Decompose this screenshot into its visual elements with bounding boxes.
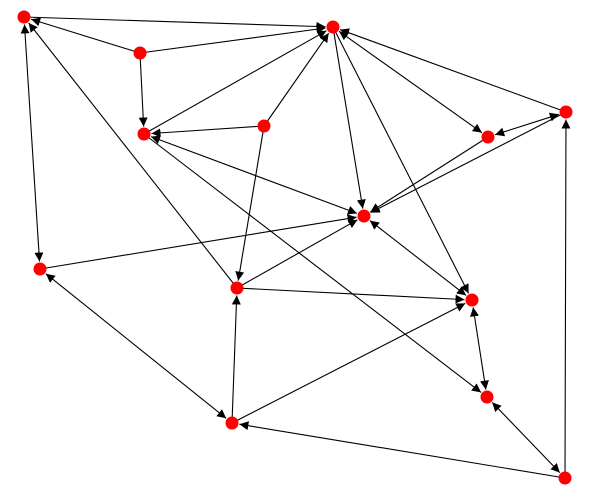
- edge-G-F: [494, 112, 560, 137]
- edge-E-J: [235, 125, 265, 281]
- node-L: [480, 390, 494, 404]
- edge-F-H: [370, 136, 489, 213]
- node-I: [33, 262, 47, 276]
- edge-G-H: [370, 111, 567, 214]
- node-K: [465, 293, 479, 307]
- edge-N-G: [561, 119, 571, 479]
- edge-A-B: [23, 16, 326, 31]
- edge-I-H: [39, 214, 357, 270]
- edge-E-B: [263, 32, 330, 127]
- edge-B-K: [332, 26, 470, 294]
- edge-B-F: [338, 30, 483, 134]
- edge-M-J: [231, 295, 241, 424]
- edge-N-M: [239, 421, 566, 479]
- edge-J-H: [236, 219, 358, 289]
- node-N: [558, 471, 572, 485]
- edge-A-I: [20, 24, 44, 262]
- edge-H-K: [369, 220, 467, 296]
- edge-K-L: [470, 307, 489, 390]
- edge-D-B: [143, 30, 327, 135]
- edge-J-A: [28, 22, 238, 289]
- node-E: [257, 119, 271, 133]
- edge-C-B: [139, 24, 326, 54]
- edge-B-H: [332, 26, 366, 209]
- edge-E-D: [151, 125, 265, 138]
- nodes: [17, 10, 573, 485]
- node-J: [230, 281, 244, 295]
- node-F: [481, 130, 495, 144]
- edge-C-D: [138, 52, 148, 127]
- edge-I-M: [45, 273, 227, 419]
- edge-D-L: [143, 133, 482, 393]
- edge-L-N: [491, 402, 561, 473]
- node-G: [559, 105, 573, 119]
- edge-J-K: [236, 287, 465, 304]
- edge-G-B: [339, 28, 567, 113]
- edge-D-H: [150, 135, 358, 215]
- node-D: [137, 127, 151, 141]
- node-C: [133, 46, 147, 60]
- edge-M-K: [231, 302, 466, 424]
- node-H: [357, 209, 371, 223]
- node-A: [17, 10, 31, 24]
- edge-C-A: [30, 17, 141, 54]
- edges: [20, 16, 571, 479]
- node-M: [225, 416, 239, 430]
- node-B: [326, 20, 340, 34]
